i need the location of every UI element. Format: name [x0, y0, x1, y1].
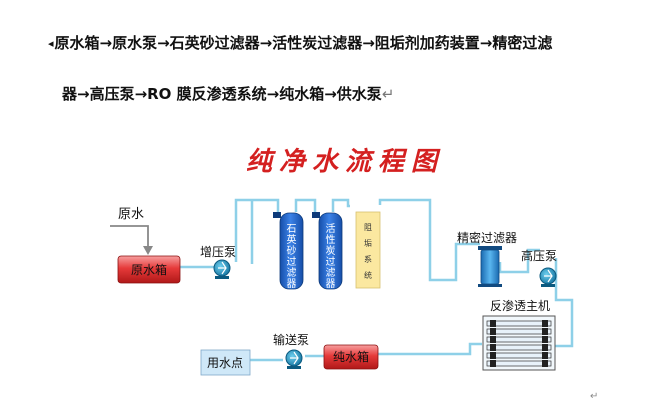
- activated-carbon-filter-label-char: 滤: [326, 266, 336, 279]
- scale-inhibitor-label-char: 统: [364, 270, 372, 280]
- transfer-pump-label: 输送泵: [273, 332, 309, 347]
- ro-membrane-cap: [542, 352, 548, 359]
- activated-carbon-filter-label-char: 炭: [326, 245, 336, 257]
- boost-pump-icon: [213, 259, 231, 279]
- ro-membrane-cap: [490, 360, 496, 367]
- ro-membrane-tube: [486, 352, 552, 359]
- ro-membrane-tube: [486, 360, 552, 367]
- water-use-point: 用水点: [200, 349, 251, 376]
- raw-water-tank-label: 原水箱: [131, 262, 167, 277]
- activated-carbon-filter-label-char: 器: [326, 278, 336, 290]
- raw-water-arrow-icon: [110, 225, 149, 248]
- precision-filter-label: 精密过滤器: [457, 230, 517, 245]
- activated-carbon-filter-label-char: 活: [326, 223, 336, 235]
- raw-water-tank: 原水箱: [117, 255, 181, 284]
- ro-membrane-cap: [490, 336, 496, 343]
- flow-text-line-1: ◂原水箱→原水泵→石英砂过滤器→活性炭过滤器→阻垢剂加药装置→精密过滤: [48, 32, 552, 53]
- scale-inhibitor-label-char: 垢: [364, 238, 372, 248]
- pipe-ro-to-puretank: [378, 342, 482, 356]
- ro-membrane-tube: [486, 328, 552, 335]
- pipe-carbon-to-scale: [331, 198, 350, 212]
- pipe-hp-to-ro: [554, 258, 574, 348]
- flow-text-line-2: 器→高压泵→RO 膜反渗透系统→纯水箱→供水泵↵: [62, 83, 394, 104]
- ro-membrane-cap: [542, 328, 548, 335]
- ro-membrane-tube: [486, 344, 552, 351]
- high-pressure-pump-label: 高压泵: [521, 248, 557, 263]
- ro-membrane-tube: [486, 320, 552, 327]
- ro-membrane-cap: [490, 344, 496, 351]
- ro-membrane-tube: [486, 336, 552, 343]
- scale-inhibitor-label-char: 阻: [364, 223, 372, 232]
- activated-carbon-filter-label-char: 性: [326, 233, 336, 246]
- ro-membrane-rack: [482, 315, 556, 371]
- quartz-sand-filter-label-char: 滤: [287, 266, 297, 279]
- quartz-sand-filter: 石英砂过滤器: [273, 212, 304, 290]
- ro-membrane-cap: [542, 320, 548, 327]
- quartz-sand-filter-label-char: 器: [287, 278, 297, 290]
- diagram-title: 纯净水流程图: [246, 147, 444, 177]
- flow-text-part-2: 器→高压泵→RO 膜反渗透系统→纯水箱→供水泵: [62, 85, 382, 103]
- quartz-sand-filter-label-char: 英: [287, 233, 297, 246]
- flow-text-part-1: 原水箱→原水泵→石英砂过滤器→活性炭过滤器→阻垢剂加药装置→精密过滤: [54, 34, 553, 52]
- bullet-marker-icon: ◂: [48, 37, 54, 50]
- precision-filter-icon: [478, 246, 502, 287]
- activated-carbon-filter-label-char: 过: [326, 255, 336, 268]
- pipe-pump-to-top: [234, 198, 280, 264]
- ro-membrane-cap: [542, 344, 548, 351]
- quartz-sand-filter-label-char: 砂: [287, 244, 297, 257]
- activated-carbon-filter: 活性炭过滤器: [312, 212, 343, 290]
- paragraph-return-icon: ↵: [381, 85, 395, 103]
- quartz-sand-filter-label-char: 过: [287, 255, 297, 268]
- pipe-scale-to-precision: [378, 198, 480, 282]
- boost-pump-label: 增压泵: [200, 245, 236, 259]
- raw-water-label: 原水: [118, 207, 144, 222]
- pure-water-tank-label: 纯水箱: [333, 349, 369, 364]
- paragraph-return-icon-bottom: ↵: [590, 391, 599, 402]
- ro-host-label: 反渗透主机: [490, 298, 550, 313]
- ro-membrane-cap: [542, 336, 548, 343]
- ro-membrane-cap: [490, 328, 496, 335]
- quartz-sand-filter-label-char: 石: [287, 224, 297, 235]
- water-use-point-label: 用水点: [207, 356, 243, 370]
- pipes: [180, 198, 574, 362]
- pipe-precision-to-hp: [498, 248, 540, 274]
- ro-membrane-cap: [490, 320, 496, 327]
- high-pressure-pump-icon: [539, 267, 557, 287]
- pure-water-tank: 纯水箱: [323, 344, 379, 370]
- raw-water-arrowhead-icon: [143, 246, 153, 255]
- transfer-pump-icon: [285, 349, 303, 369]
- scale-inhibitor-label-char: 系: [364, 254, 372, 264]
- pipe-sand-to-carbon: [294, 198, 317, 212]
- ro-membrane-cap: [490, 352, 496, 359]
- ro-membrane-cap: [542, 360, 548, 367]
